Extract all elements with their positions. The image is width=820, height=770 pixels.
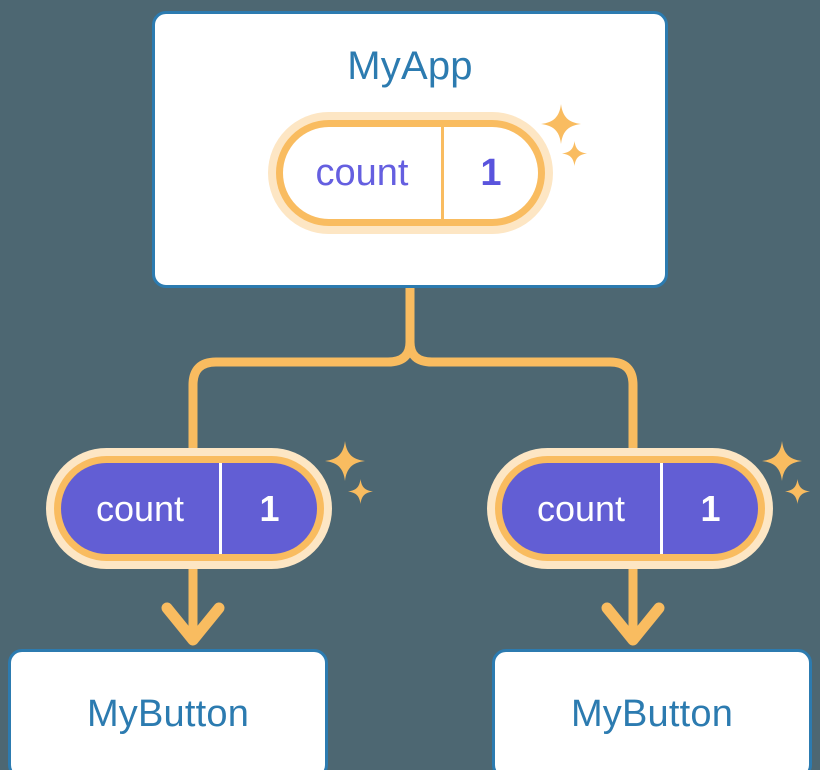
arrow-head-right [601, 602, 665, 646]
state-pill-myapp[interactable]: count 1 [268, 112, 553, 234]
state-pill-value: 1 [700, 487, 721, 529]
sparkle-four-point-icon [325, 441, 365, 481]
state-pill-body: count 1 [61, 463, 317, 554]
state-pill-ring: count 1 [54, 456, 324, 561]
state-pill-ring: count 1 [495, 456, 765, 561]
component-title-mybutton-right: MyButton [570, 693, 734, 735]
arrow-head-left [161, 602, 225, 646]
connector-branch-left [188, 337, 415, 453]
state-pill-key: count [283, 127, 444, 219]
state-pill-ring: count 1 [276, 120, 545, 226]
state-pill-value: 1 [480, 152, 502, 194]
state-pill-key: count [502, 463, 663, 554]
component-card-mybutton-left[interactable]: MyButton [8, 649, 328, 770]
state-pill-body: count 1 [283, 127, 538, 219]
sparkle-four-point-icon [762, 441, 802, 481]
state-pill-value: 1 [259, 487, 280, 529]
sparkle-four-point-small-icon [785, 479, 810, 504]
connector-branch-right [405, 337, 638, 453]
component-title-myapp: MyApp [347, 44, 473, 88]
state-pill-left[interactable]: count 1 [46, 448, 332, 569]
state-pill-right[interactable]: count 1 [487, 448, 773, 569]
component-card-mybutton-right[interactable]: MyButton [492, 649, 812, 770]
component-title-mybutton-left: MyButton [86, 693, 250, 735]
sparkle-four-point-small-icon [348, 479, 373, 504]
state-pill-key: count [61, 463, 222, 554]
state-pill-body: count 1 [502, 463, 758, 554]
